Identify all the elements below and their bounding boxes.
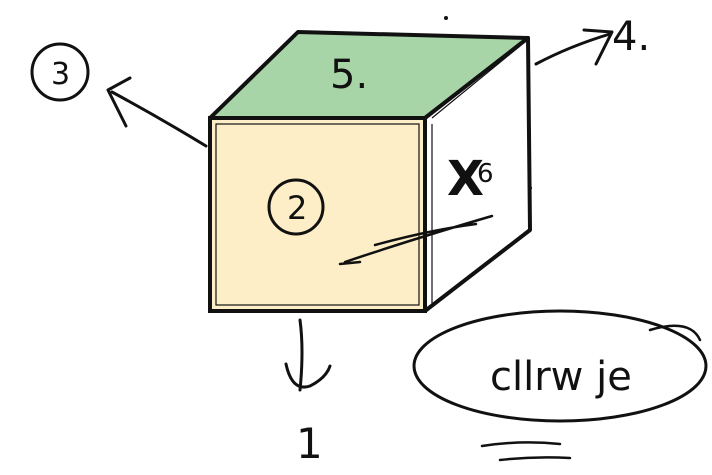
back-face-circle <box>30 42 90 102</box>
scribble-lines <box>338 214 494 266</box>
cube-side-face <box>423 36 532 313</box>
note-underline <box>480 441 572 462</box>
oval-note-text: cllrw je <box>490 354 632 400</box>
note-oval <box>412 309 708 423</box>
arrow-to-bottom <box>284 318 332 392</box>
arrow-to-right <box>534 28 614 66</box>
front-face-label: 2 <box>287 189 307 227</box>
front-face-circle <box>267 178 325 236</box>
side-face-crossed-label: 6 <box>477 159 494 189</box>
side-face-cross-mark: X <box>447 151 484 207</box>
top-face-label: 5. <box>330 52 368 98</box>
cube-front-face <box>208 116 427 313</box>
back-face-label: 3 <box>51 57 70 92</box>
right-face-label: 4. <box>612 14 650 60</box>
arrow-to-back <box>106 76 208 148</box>
bottom-face-label: 1 <box>296 419 323 468</box>
